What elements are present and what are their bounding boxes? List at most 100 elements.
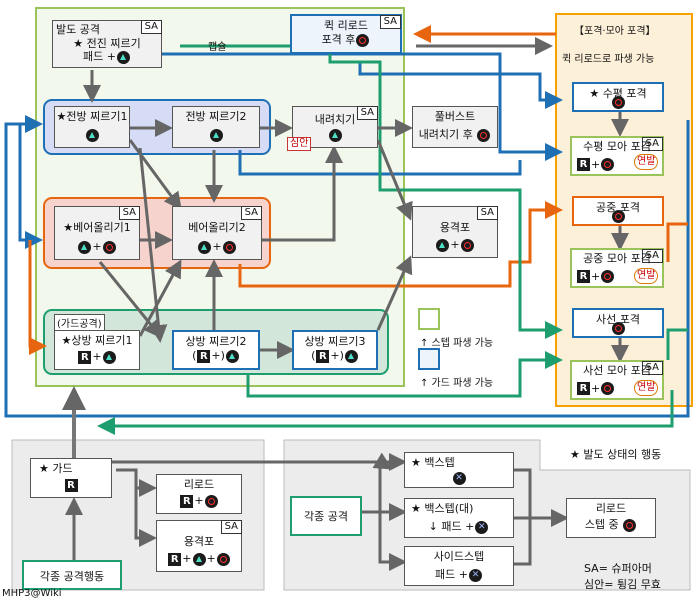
reload-node[interactable]: 리로드 + [156, 474, 242, 514]
sidestep-input: 패드 + [435, 568, 468, 581]
all-attack-left-node[interactable]: 각종 공격행동 [22, 560, 122, 590]
wyvern-guard-node[interactable]: SA 용격포 ++ [156, 520, 242, 572]
upswing1-node[interactable]: SA ★베어올리기1 + [54, 206, 140, 260]
circle-icon [611, 321, 625, 335]
star-icon: ★ [61, 334, 72, 347]
sidestep-node[interactable]: 사이드스텝 패드 + [404, 546, 514, 586]
sa-badge: SA [641, 249, 663, 263]
r-button-icon [577, 382, 590, 395]
r-button-icon [316, 349, 330, 363]
r-button-icon [197, 349, 211, 363]
star-icon: ★ [73, 37, 84, 50]
d-charge-input: + [591, 381, 601, 395]
upward2-input-post: +) [211, 349, 225, 362]
triangle-icon [116, 50, 130, 64]
circle-icon [477, 128, 491, 142]
upward1-node[interactable]: ★상방 찌르기1 + [54, 330, 140, 370]
circle-icon [460, 238, 474, 252]
wyvern-name: 용격포 [439, 221, 471, 234]
r-button-icon [168, 552, 182, 566]
triangle-icon [344, 349, 358, 363]
reload-name: 리로드 [183, 478, 215, 491]
forward2-name: 전방 찌르기2 [185, 110, 247, 123]
all-attack-right-node[interactable]: 각종 공격 [290, 496, 362, 536]
upward3-input-pre: ( [311, 349, 316, 362]
d-rapid-badge: 연발 [634, 380, 659, 396]
cross-icon [468, 568, 482, 582]
upward3-node[interactable]: 상방 찌르기3 ( +) [292, 330, 378, 370]
triangle-icon [436, 238, 450, 252]
circle-icon [102, 240, 116, 254]
wyvern-guard-input: + [182, 552, 192, 565]
r-button-icon [577, 158, 590, 171]
wyvern-node[interactable]: SA 용격포 + [412, 206, 498, 258]
a-charge-input: + [591, 269, 601, 283]
upward3-name: 상방 찌르기3 [304, 335, 366, 348]
star-icon: ★ [411, 456, 421, 469]
upswing2-input: + [212, 240, 222, 253]
circle-icon [216, 552, 230, 566]
forward1-node[interactable]: ★전방 찌르기1 [54, 106, 130, 148]
h-charge-name: 수평 모아 포격 [583, 140, 651, 153]
guard-legend-swatch [418, 348, 440, 370]
draw-attack-node[interactable]: 발도 공격 SA ★ 전진 찌르기 패드 + [52, 20, 162, 68]
star-icon: ★ [63, 221, 74, 234]
circle-icon [204, 494, 218, 508]
triangle-icon [192, 552, 206, 566]
upward3-input-post: +) [330, 349, 344, 362]
star-icon: ★ [589, 87, 600, 100]
reload-input: + [194, 494, 204, 507]
triangle-icon [102, 350, 116, 364]
sa-badge: SA [220, 520, 242, 534]
circle-icon [222, 240, 236, 254]
circle-icon [611, 95, 625, 109]
triangle-icon [85, 128, 99, 142]
d-charge-name: 사선 모아 포격 [583, 364, 651, 377]
d-shell-name: 사선 포격 [596, 313, 640, 326]
step-legend-swatch [418, 308, 440, 330]
h-charge-node[interactable]: SA 수평 모아 포격 + [570, 136, 664, 176]
backstep-big-node[interactable]: ★ 백스텝(대) ↓ 패드 + [404, 498, 514, 538]
forward2-node[interactable]: 전방 찌르기2 [172, 106, 260, 148]
cross-icon [452, 471, 466, 485]
draw-attack-group-label: 발도 공격 [56, 23, 100, 36]
quick-reload-node[interactable]: SA 퀵 리로드 포격 후 [290, 14, 402, 54]
upswing2-node[interactable]: SA 베어올리기2 + [172, 206, 262, 260]
forward1-name: 전방 찌르기1 [66, 110, 128, 123]
slam-node[interactable]: SA 내려치기 심안 [287, 106, 378, 151]
sa-badge: SA [379, 15, 401, 29]
wyvern-guard-name: 용격포 [183, 535, 215, 548]
a-shell-name: 공중 포격 [596, 201, 640, 214]
upward2-name: 상방 찌르기2 [185, 335, 247, 348]
a-shell-node[interactable]: 공중 포격 [572, 196, 664, 226]
backstep-big-name: 백스텝(대) [424, 502, 474, 515]
upward2-input-pre: ( [192, 349, 197, 362]
panel-title: 【포격·모아 포격】 [574, 26, 656, 37]
upswing1-input: + [92, 240, 102, 253]
r-button-icon [577, 270, 590, 283]
sa-badge: SA [240, 206, 262, 220]
quick-reload-input: 포격 후 [321, 33, 356, 46]
star-note: ★ 발도 상태의 행동 [570, 448, 662, 461]
simahn-badge: 심안 [287, 137, 312, 151]
guard-node[interactable]: ★ 가드 [30, 458, 112, 498]
h-charge-input: + [591, 157, 601, 171]
h-rapid-badge: 연발 [634, 154, 659, 170]
r-button-icon [180, 494, 194, 508]
star-icon: ★ [56, 110, 67, 123]
triangle-icon [78, 240, 92, 254]
triangle-icon [225, 349, 239, 363]
backstep-node[interactable]: ★ 백스텝 [404, 452, 514, 488]
reload-step-node[interactable]: 리로드 스텝 중 [566, 498, 656, 538]
fullburst-node[interactable]: 풀버스트 내려치기 후 [412, 106, 498, 148]
fullburst-input: 내려치기 후 [418, 128, 473, 141]
slam-name: 내려치기 [314, 113, 356, 126]
star-icon: ★ [39, 462, 49, 475]
upward2-node[interactable]: 상방 찌르기2 ( +) [172, 330, 260, 370]
wyvern-input: + [450, 238, 460, 251]
d-shell-node[interactable]: 사선 포격 [572, 308, 664, 338]
reload-step-name: 리로드 [595, 502, 627, 515]
h-shell-node[interactable]: ★ 수평 포격 [572, 82, 664, 112]
circle-icon [601, 270, 615, 283]
backstep-name: 백스텝 [424, 456, 455, 469]
